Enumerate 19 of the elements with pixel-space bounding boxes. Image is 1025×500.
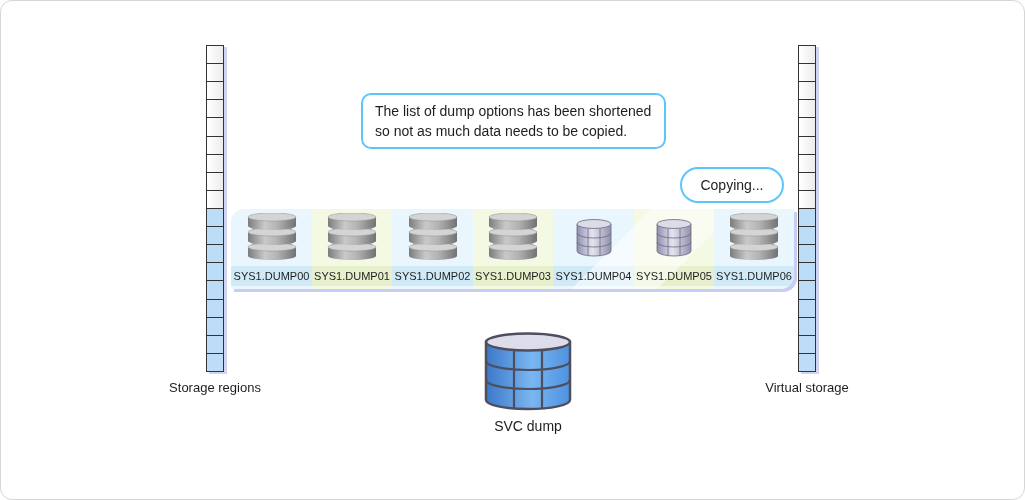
- dataset-label: SYS1.DUMP06: [716, 269, 792, 284]
- dataset-label: SYS1.DUMP03: [475, 269, 551, 284]
- status-bubble: [680, 167, 784, 203]
- dataset-band: [231, 209, 794, 289]
- dataset-slot: [473, 209, 553, 289]
- callout-box: [361, 93, 666, 149]
- dump-label: SVC dump: [494, 418, 562, 434]
- dataset-label: SYS1.DUMP01: [314, 269, 390, 284]
- status-text: Copying...: [700, 176, 764, 195]
- dataset-slot: [312, 209, 392, 289]
- dataset-label: SYS1.DUMP04: [555, 269, 632, 284]
- column-label: Virtual storage: [765, 380, 849, 396]
- dataset-label: SYS1.DUMP02: [394, 269, 471, 284]
- dataset-label: SYS1.DUMP05: [636, 269, 712, 284]
- dataset-label: SYS1.DUMP00: [233, 269, 310, 284]
- callout-text: The list of dump options has been shortened so not as much data needs to be copied.: [375, 102, 653, 141]
- dataset-slot: [634, 209, 714, 289]
- dataset-slot: [231, 209, 312, 289]
- column-label: Storage regions: [169, 380, 261, 396]
